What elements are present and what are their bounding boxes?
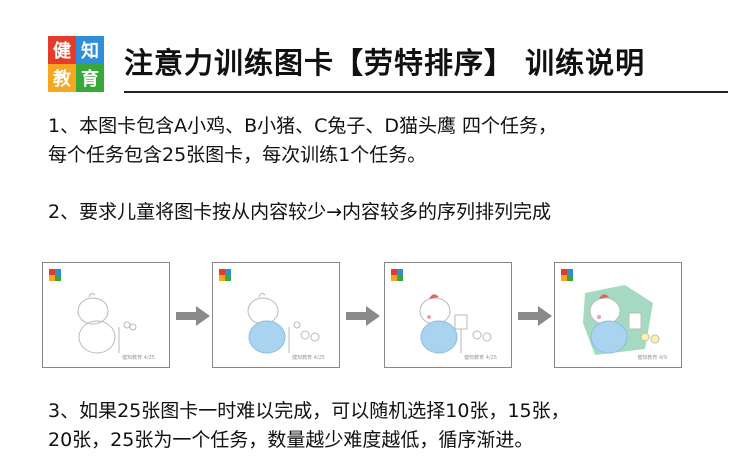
chick-illustration [77,292,137,354]
brand-logo: 健 知 教 育 [48,36,104,92]
card-caption: 健知教育 4/25 [464,355,497,361]
instruction-1-line-1: 1、本图卡包含A小鸡、B小猪、C兔子、D猫头鹰 四个任务， [48,115,558,137]
card-logo [49,269,61,281]
card-logo [561,269,573,281]
card-caption: 健知教育 4/25 [292,355,325,361]
card-logo [391,269,403,281]
card-sequence: 健知教育 4/25 健知教育 4/25 [42,262,682,370]
instruction-1: 1、本图卡包含A小鸡、B小猪、C兔子、D猫头鹰 四个任务， 每个任务包含25张图… [48,112,557,170]
instruction-2-line-1: 2、要求儿童将图卡按从内容较少→内容较多的序列排列完成 [48,201,552,223]
arrow-right-icon [346,306,380,326]
chick-illustration [247,292,320,354]
instruction-1-line-2: 每个任务包含25张图卡，每次训练1个任务。 [48,144,427,166]
title-underline [124,91,728,93]
example-card-1: 健知教育 4/25 [42,262,170,368]
example-card-3: 健知教育 4/25 [384,262,512,368]
instruction-3: 3、如果25张图卡一时难以完成，可以随机选择10张，15张， 20张，25张为一… [48,397,570,455]
logo-cell: 教 [48,64,76,92]
example-card-2: 健知教育 4/25 [212,262,340,368]
instruction-3-line-1: 3、如果25张图卡一时难以完成，可以随机选择10张，15张， [48,400,570,422]
card-caption: 健知教育 4/9 [637,355,667,361]
chick-illustration [419,294,492,354]
arrow-right-icon [176,306,210,326]
card-caption: 健知教育 4/25 [122,355,155,361]
logo-cell: 知 [76,36,104,64]
page-title: 注意力训练图卡【劳特排序】 训练说明 [124,46,646,80]
logo-cell: 健 [48,36,76,64]
arrow-right-icon [518,306,552,326]
chick-illustration [583,285,660,355]
logo-cell: 育 [76,64,104,92]
instruction-3-line-2: 20张，25张为一个任务，数量越少难度越低，循序渐进。 [48,429,534,451]
card-logo [219,269,231,281]
header: 健 知 教 育 注意力训练图卡【劳特排序】 训练说明 [48,36,728,93]
example-card-4: 健知教育 4/9 [554,262,682,368]
instruction-2: 2、要求儿童将图卡按从内容较少→内容较多的序列排列完成 [48,198,551,227]
